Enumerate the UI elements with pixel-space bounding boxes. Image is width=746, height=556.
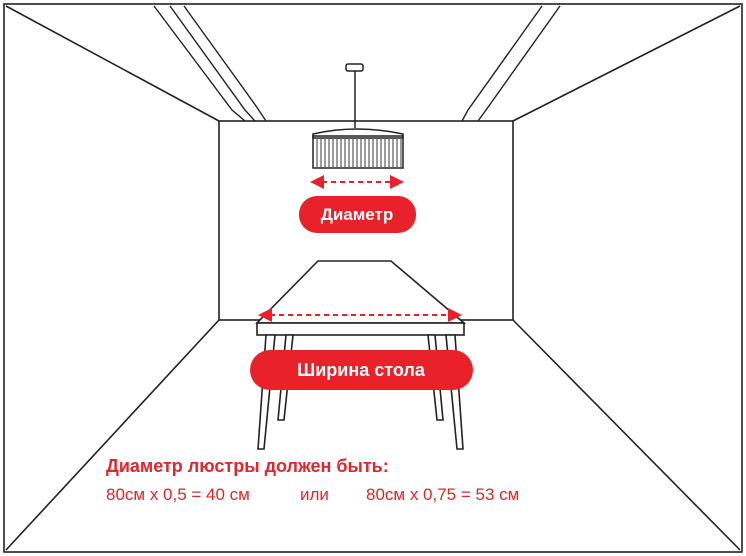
table-width-arrowhead-left [258,308,272,322]
table [255,260,467,450]
formula-option-2: 80см х 0,75 = 53 см [366,485,519,504]
diameter-text: Диаметр [321,205,394,224]
table-top [255,260,467,324]
formula-option-1: 80см х 0,5 = 40 см [106,485,250,504]
molding-left-2 [169,5,256,122]
table-width-arrowhead-right [448,308,462,322]
diameter-pill [299,196,416,233]
diameter-label: Диаметр [299,196,416,233]
outer-frame [3,3,743,553]
table-edge [256,322,465,336]
ceiling-edge-left [5,5,220,122]
molding-left-1 [153,5,246,122]
floor-edge-right [512,319,741,551]
table-width-label: Ширина стола [250,350,473,390]
table-width-pill [250,350,473,390]
ceiling-molding [153,5,561,122]
formula-separator: или [300,485,329,504]
molding-right-2 [477,5,561,122]
table-width-arrow [258,308,462,322]
formula-block: Диаметр люстры должен быть: 80см х 0,5 =… [106,456,519,504]
table-width-text: Ширина стола [297,360,426,380]
floor-edge-left [5,319,220,551]
diameter-arrow [310,175,404,189]
room-outline [3,3,743,553]
diameter-arrowhead-left [310,175,324,189]
chandelier [312,63,404,169]
molding-left-3 [183,5,267,122]
diameter-arrowhead-right [390,175,404,189]
formula-title: Диаметр люстры должен быть: [106,456,389,476]
ceiling-edge-right [512,5,741,122]
molding-right-1 [461,5,543,122]
lamp-shade-ribs [316,139,402,167]
lamp-shade [312,135,404,169]
ceiling-mount [345,63,364,72]
